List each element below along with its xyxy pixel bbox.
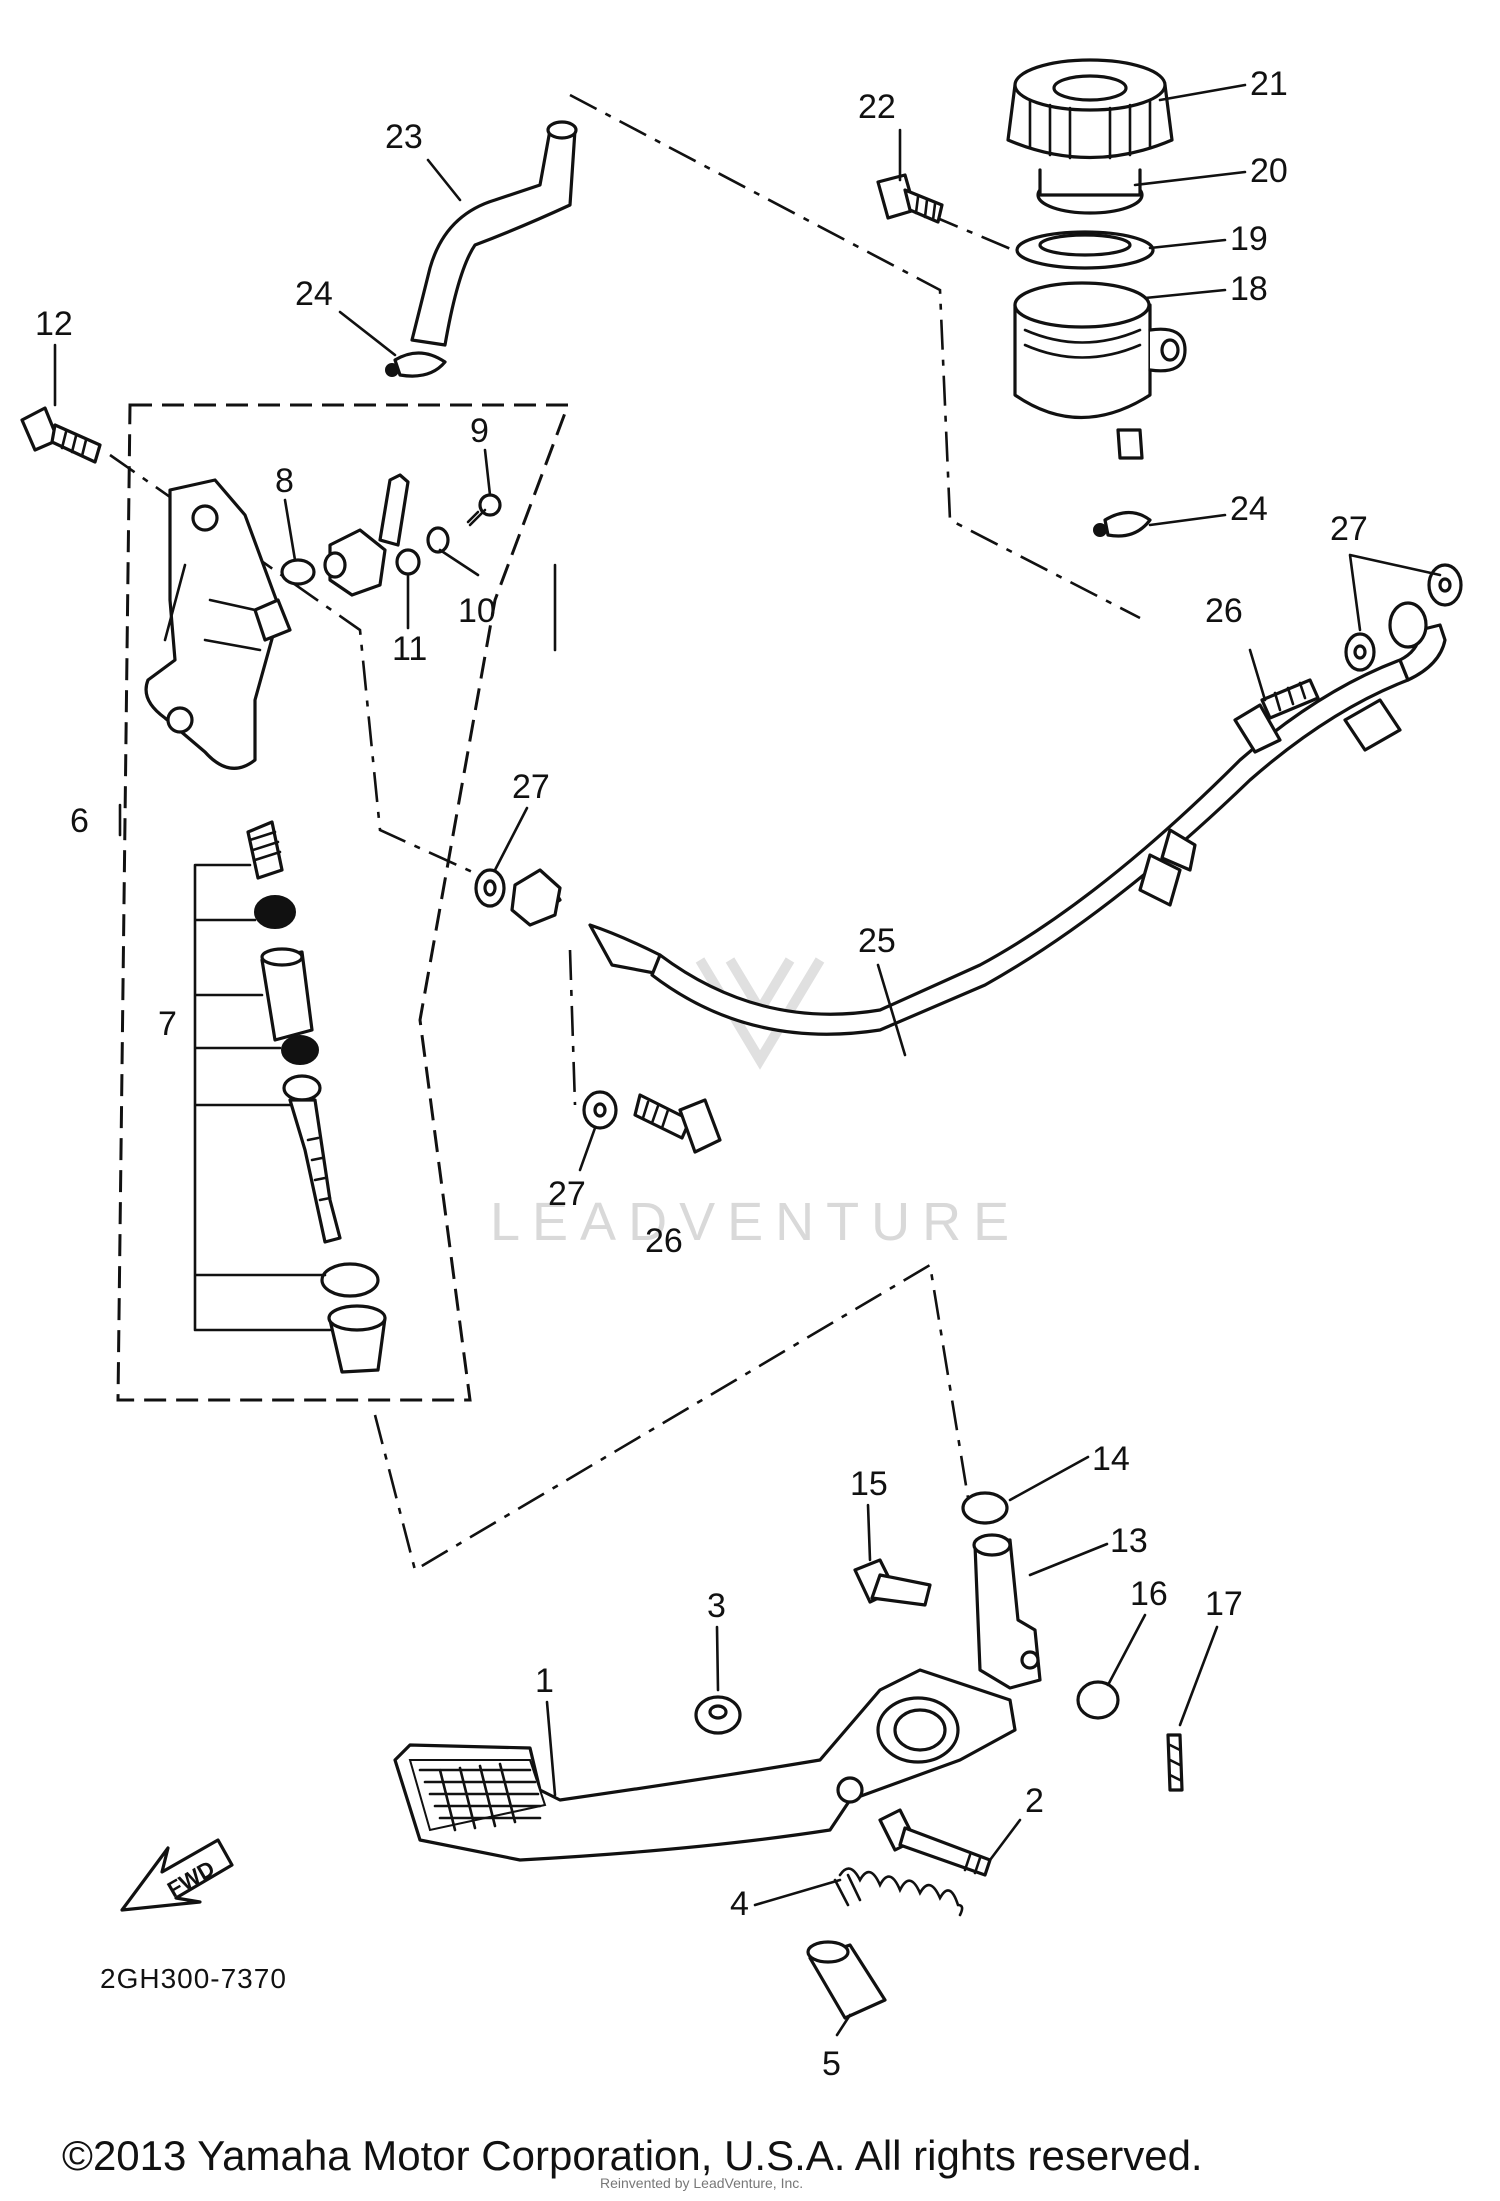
dust-cover [327, 1304, 387, 1374]
label-27-right: 27 [1330, 510, 1368, 548]
label-3: 3 [707, 1587, 726, 1625]
reservoir-hose [410, 120, 578, 347]
diaphragm-plate [1036, 168, 1144, 215]
leader-lines [53, 83, 1442, 2037]
label-6: 6 [70, 802, 89, 840]
label-12: 12 [35, 305, 73, 343]
label-24-lower: 24 [1230, 490, 1268, 528]
label-25: 25 [858, 922, 896, 960]
reservoir-tank [1013, 281, 1187, 460]
hose-clip-upper [385, 351, 447, 378]
label-19: 19 [1230, 220, 1268, 258]
mounting-bolt [20, 406, 102, 464]
clevis-pin [853, 1558, 932, 1607]
union-bolt-right [1233, 678, 1320, 754]
label-8: 8 [275, 462, 294, 500]
nut-14 [961, 1491, 1009, 1525]
label-16: 16 [1130, 1575, 1168, 1613]
part-labels: 21 20 19 18 22 23 24 24 12 8 9 10 11 27 … [35, 65, 1368, 2083]
cotter-pin [1166, 1733, 1184, 1792]
label-26-right: 26 [1205, 592, 1243, 630]
assembly-line-bolt22 [929, 213, 1026, 257]
clevis [972, 1533, 1042, 1690]
forward-direction-arrow: FWD [120, 1838, 234, 1912]
assembly-line-pushrod [373, 1262, 972, 1573]
washer-27-right-b [1427, 563, 1463, 607]
hose-union [323, 473, 410, 597]
label-18: 18 [1230, 270, 1268, 308]
label-15: 15 [850, 1465, 888, 1503]
label-21: 21 [1250, 65, 1288, 103]
pivot-bolt [878, 1808, 992, 1877]
label-9: 9 [470, 412, 489, 450]
piston-cup [254, 895, 296, 929]
diagram-code: 2GH300-7370 [100, 1963, 287, 1994]
diaphragm [1015, 230, 1155, 270]
label-1: 1 [535, 1662, 554, 1700]
kit-bracket [193, 863, 332, 1332]
label-10: 10 [458, 592, 496, 630]
nut-3 [694, 1695, 742, 1735]
washer-11 [395, 548, 421, 576]
label-4: 4 [730, 1885, 749, 1923]
label-11: 11 [392, 630, 427, 668]
label-24-upper: 24 [295, 275, 333, 313]
return-spring [833, 1867, 964, 1917]
piston [260, 947, 314, 1042]
collar [806, 1940, 887, 2020]
label-22: 22 [858, 88, 896, 126]
hose-clip-lower [1093, 510, 1152, 538]
brake-pedal [393, 1668, 1017, 1862]
washer-27-center [474, 868, 506, 908]
boot [320, 1262, 380, 1298]
reservoir-bolt [876, 173, 944, 224]
reservoir-cap [1006, 58, 1174, 160]
label-26-lower: 26 [645, 1222, 683, 1260]
watermark: LEADVENTURE [490, 957, 1021, 1252]
master-cylinder-body [144, 478, 292, 770]
union-nut [510, 868, 562, 927]
washer-27-lower [582, 1090, 618, 1130]
label-23: 23 [385, 118, 423, 156]
label-2: 2 [1025, 1782, 1044, 1820]
washer-10 [426, 526, 450, 554]
piston-spring [246, 820, 284, 880]
label-13: 13 [1110, 1522, 1148, 1560]
washer-27-right-a [1344, 632, 1376, 672]
assembly-line-hose [569, 93, 1141, 620]
union-screw [466, 493, 502, 527]
label-20: 20 [1250, 152, 1288, 190]
footer-overlay-text: Reinvented by LeadVenture, Inc. [600, 2175, 803, 2191]
label-7: 7 [158, 1005, 177, 1043]
master-cylinder-group-outline [116, 403, 571, 1402]
label-27-lower: 27 [548, 1175, 586, 1213]
nut-16 [1076, 1680, 1120, 1720]
union-bolt-lower [633, 1093, 722, 1154]
push-rod [282, 1074, 342, 1244]
piston-seal [281, 1035, 319, 1065]
label-5: 5 [822, 2045, 841, 2083]
brake-hose [516, 601, 1447, 1036]
watermark-text: LEADVENTURE [490, 1192, 1021, 1252]
label-17: 17 [1205, 1585, 1243, 1623]
copyright-notice: ©2013 Yamaha Motor Corporation, U.S.A. A… [62, 2132, 1203, 2179]
label-27-center: 27 [512, 768, 550, 806]
assembly-line-union [568, 949, 577, 1106]
o-ring [280, 558, 316, 586]
label-14: 14 [1092, 1440, 1130, 1478]
